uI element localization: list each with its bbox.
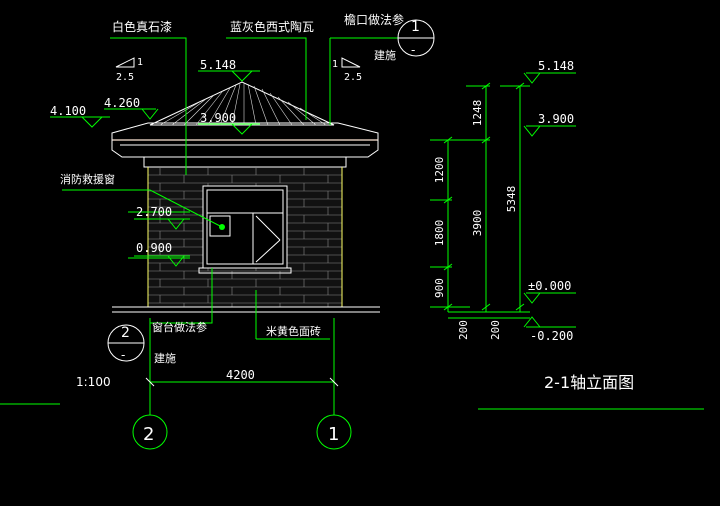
dim-1800: 1800 (433, 220, 446, 247)
elev-ridge: 5.148 (200, 58, 236, 72)
slope-right-rise: 1 (332, 59, 338, 70)
label-sill-ref: 窗台做法参 (152, 320, 207, 334)
leader-lines (0, 37, 704, 415)
dim-200-b: 200 (489, 320, 502, 340)
dim-900: 900 (433, 278, 446, 298)
label-fire-window: 消防救援窗 (60, 172, 115, 186)
elev-below: -0.200 (530, 329, 573, 343)
dim-200-a: 200 (457, 320, 470, 340)
dim-3900: 3900 (471, 210, 484, 237)
dim-1200: 1200 (433, 157, 446, 184)
elev-eave-low: 4.100 (50, 104, 86, 118)
label-build-ref-bottom: 建施 (154, 351, 176, 365)
dim-4200: 4200 (226, 368, 255, 382)
elev-roof-base: 3.900 (200, 111, 236, 125)
dim-5348: 5348 (505, 186, 518, 213)
label-build-ref-top: 建施 (374, 48, 396, 62)
elev-eave: 4.260 (104, 96, 140, 110)
dim-1248: 1248 (471, 100, 484, 127)
scale-label: 1:100 (76, 375, 111, 389)
label-blue-grey-tile: 蓝灰色西式陶瓦 (230, 19, 314, 34)
axis-bubble-1 (316, 414, 352, 450)
fire-rescue-window (198, 185, 292, 274)
callout-top-sheet: - (411, 43, 415, 57)
drawing-title: 2-1轴立面图 (544, 373, 634, 392)
elev-window-top: 2.700 (136, 205, 172, 219)
label-white-stone-paint: 白色真石漆 (112, 19, 172, 34)
label-eave-ref: 檐口做法参 (344, 12, 404, 27)
slope-left-rise: 1 (137, 57, 143, 68)
axis-bubble-2 (132, 414, 168, 450)
slope-left-run: 2.5 (116, 72, 134, 83)
roof (111, 81, 379, 168)
slope-triangles (115, 57, 361, 68)
axis-label-2: 2 (143, 424, 154, 445)
axis-label-1: 1 (328, 424, 339, 445)
right-dimension-chains (430, 72, 576, 328)
elev-window-sill: 0.900 (136, 241, 172, 255)
callout-bottom-sheet: - (121, 348, 125, 362)
callout-circle-bottom (107, 324, 145, 362)
callout-circle-top (397, 19, 435, 57)
label-beige-tile: 米黄色面砖 (266, 324, 321, 338)
elev-right-mid: 3.900 (538, 112, 574, 126)
slope-right-run: 2.5 (344, 72, 362, 83)
elev-right-top: 5.148 (538, 59, 574, 73)
left-elevation-markers (50, 70, 260, 267)
roof-tile-hatch (159, 83, 327, 126)
callout-bottom-number: 2 (121, 325, 130, 341)
elev-ground: ±0.000 (528, 279, 571, 293)
callout-top-number: 1 (411, 19, 420, 35)
leader-dot (219, 224, 225, 230)
